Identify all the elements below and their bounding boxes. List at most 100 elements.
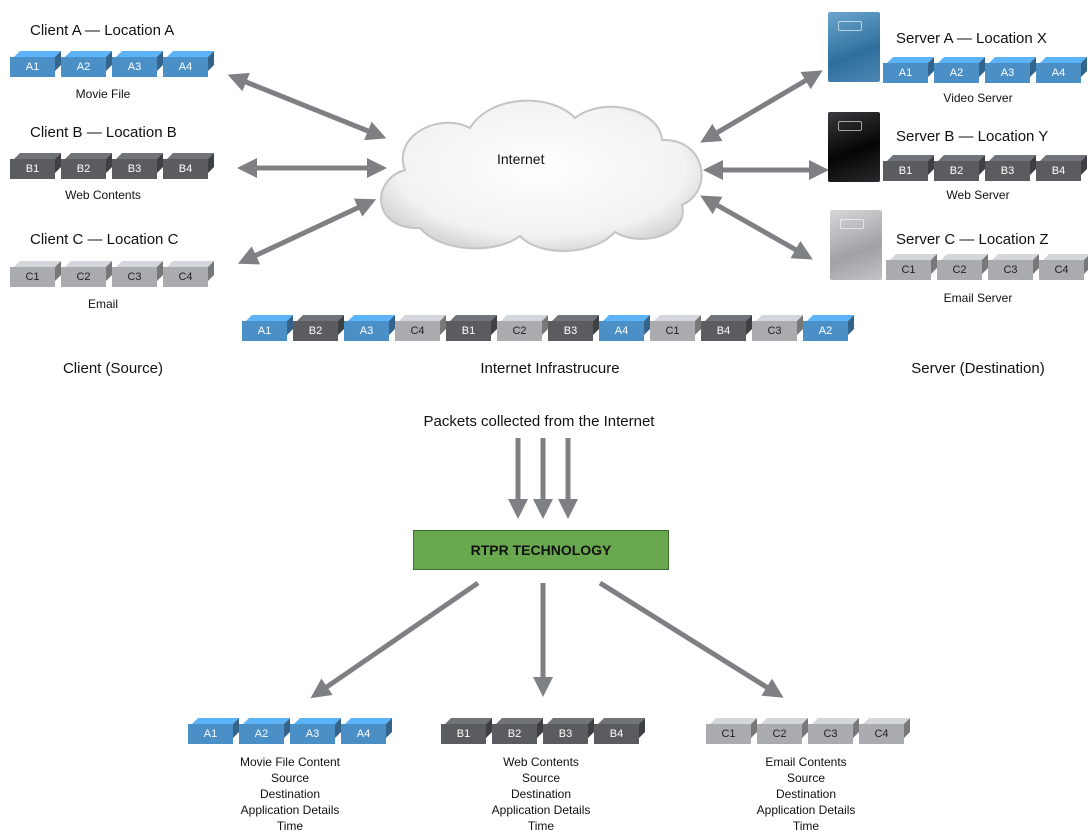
output-c-packets: C1 C2 C3 C4 xyxy=(706,724,910,744)
client-b-title: Client B — Location B xyxy=(30,124,177,141)
packet-c4: C4 xyxy=(859,724,904,744)
packet-a4: A4 xyxy=(1036,63,1081,83)
arrow-server-a xyxy=(700,70,823,143)
packet-b1: B1 xyxy=(10,159,55,179)
summary-line: Email Contents xyxy=(765,755,847,769)
client-c-caption: Email xyxy=(87,297,119,311)
summary-line: Web Contents xyxy=(503,755,579,769)
packet-label: A2 xyxy=(76,61,91,73)
packet-label: B3 xyxy=(558,728,573,740)
label-server-destination: Server (Destination) xyxy=(911,360,1045,377)
summary-line: Time xyxy=(792,819,820,833)
packet-b1: B1 xyxy=(446,321,491,341)
packet-label: C2 xyxy=(952,264,967,276)
client-a-title: Client A — Location A xyxy=(30,22,175,39)
summary-line: Application Details xyxy=(491,803,591,817)
packet-label: A2 xyxy=(254,728,269,740)
packet-label: A4 xyxy=(356,728,371,740)
client-a-caption: Movie File xyxy=(75,87,131,101)
packet-label: A1 xyxy=(898,67,913,79)
packet-label: B1 xyxy=(456,728,471,740)
packet-c2: C2 xyxy=(757,724,802,744)
packet-label: A1 xyxy=(257,325,272,337)
packet-label: B3 xyxy=(1000,165,1015,177)
packet-a4: A4 xyxy=(341,724,386,744)
arrow-out-c xyxy=(598,580,784,698)
packet-a3: A3 xyxy=(344,321,389,341)
summary-line: Source xyxy=(786,771,826,785)
packet-label: C4 xyxy=(178,271,193,283)
packet-label: B1 xyxy=(898,165,913,177)
output-a-packets: A1 A2 A3 A4 xyxy=(188,724,392,744)
packet-b1: B1 xyxy=(883,161,928,181)
arrow-client-c xyxy=(237,198,377,265)
packet-c1: C1 xyxy=(706,724,751,744)
packet-label: C3 xyxy=(767,325,782,337)
packet-a3: A3 xyxy=(290,724,335,744)
packet-label: A2 xyxy=(818,325,833,337)
internet-label: Internet xyxy=(497,151,545,167)
packet-label: B2 xyxy=(308,325,323,337)
packet-c3: C3 xyxy=(988,260,1033,280)
packet-b2: B2 xyxy=(61,159,106,179)
packet-label: B4 xyxy=(1051,165,1066,177)
packet-a4: A4 xyxy=(599,321,644,341)
packet-c2: C2 xyxy=(937,260,982,280)
packets-collected-label: Packets collected from the Internet xyxy=(423,413,655,430)
client-b-packets: B1 B2 B3 B4 xyxy=(10,159,214,179)
packet-b4: B4 xyxy=(1036,161,1081,181)
summary-line: Application Details xyxy=(240,803,340,817)
rtpr-technology-box: RTPR TECHNOLOGY xyxy=(413,530,669,570)
packet-a3: A3 xyxy=(112,57,157,77)
packet-label: A4 xyxy=(178,61,193,73)
summary-line: Destination xyxy=(775,787,837,801)
packet-label: A4 xyxy=(614,325,629,337)
server-a-packets: A1 A2 A3 A4 xyxy=(883,63,1087,83)
packet-label: A1 xyxy=(25,61,40,73)
packet-label: A3 xyxy=(127,61,142,73)
summary-line: Source xyxy=(521,771,561,785)
packet-a2: A2 xyxy=(934,63,979,83)
packet-label: B4 xyxy=(178,163,193,175)
packet-b3: B3 xyxy=(543,724,588,744)
packet-label: C3 xyxy=(823,728,838,740)
server-b-caption: Web Server xyxy=(946,188,1010,202)
packet-label: C1 xyxy=(665,325,680,337)
packet-label: B2 xyxy=(507,728,522,740)
output-b-packets: B1 B2 B3 B4 xyxy=(441,724,645,744)
packet-label: C2 xyxy=(76,271,91,283)
packet-label: A3 xyxy=(305,728,320,740)
packet-label: B4 xyxy=(609,728,624,740)
packet-b3: B3 xyxy=(112,159,157,179)
packet-c3: C3 xyxy=(808,724,853,744)
arrow-client-a xyxy=(227,72,387,141)
summary-line: Time xyxy=(276,819,304,833)
packet-label: C1 xyxy=(721,728,736,740)
client-a-packets: A1 A2 A3 A4 xyxy=(10,57,214,77)
packet-c4: C4 xyxy=(395,321,440,341)
packet-c4: C4 xyxy=(163,267,208,287)
packet-c1: C1 xyxy=(886,260,931,280)
packet-b4: B4 xyxy=(701,321,746,341)
packet-label: A4 xyxy=(1051,67,1066,79)
packet-label: A3 xyxy=(1000,67,1015,79)
packet-label: B3 xyxy=(563,325,578,337)
packet-label: A3 xyxy=(359,325,374,337)
packet-label: C4 xyxy=(1054,264,1069,276)
packet-a2: A2 xyxy=(61,57,106,77)
client-b-caption: Web Contents xyxy=(65,188,141,202)
packet-label: B3 xyxy=(127,163,142,175)
client-c-title: Client C — Location C xyxy=(30,231,179,248)
packet-label: B4 xyxy=(716,325,731,337)
packet-a1: A1 xyxy=(188,724,233,744)
packet-c3: C3 xyxy=(752,321,797,341)
packet-a2: A2 xyxy=(239,724,284,744)
packet-a1: A1 xyxy=(10,57,55,77)
packet-c2: C2 xyxy=(61,267,106,287)
packet-label: B2 xyxy=(949,165,964,177)
